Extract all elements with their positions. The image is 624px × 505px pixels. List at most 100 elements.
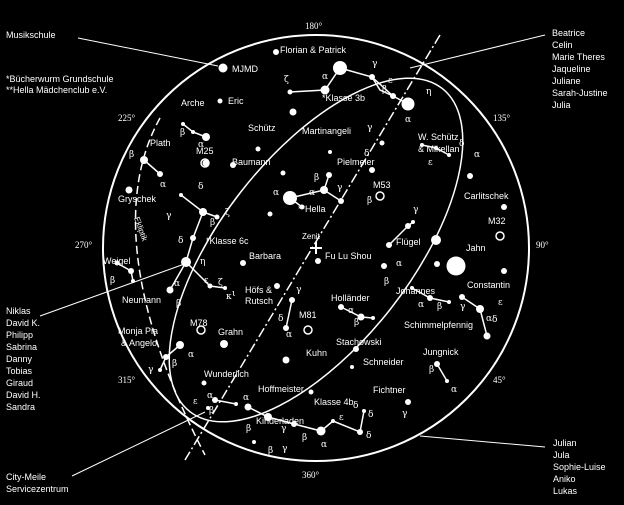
svg-text:α: α <box>286 330 292 340</box>
svg-text:ζ: ζ <box>284 75 289 85</box>
svg-text:ε: ε <box>204 276 209 286</box>
svg-text:δ: δ <box>492 315 497 325</box>
name-aniko: Aniko <box>553 474 576 484</box>
star-label: Fu Lu Shou <box>325 251 372 261</box>
name-lukas: Lukas <box>553 486 578 496</box>
degree-180: 180° <box>305 21 323 31</box>
svg-text:γ: γ <box>282 444 287 454</box>
star-label: Rutsch <box>245 296 273 306</box>
svg-text:δ: δ <box>364 149 369 159</box>
svg-text:δ: δ <box>368 410 373 420</box>
star-label: W. Schütz <box>418 132 459 142</box>
greek-letters: γ α ζ β ε η α β α β α γ δ δ α ε β γ α α … <box>110 59 503 456</box>
name-danny: Danny <box>6 354 33 364</box>
pointer-lines <box>39 34 546 477</box>
star-label: Wunderlich <box>204 369 249 379</box>
star-label: Florian & Patrick <box>280 45 347 55</box>
city-meile-label: City-Meile <box>6 472 46 482</box>
star-label: Constantin <box>467 280 510 290</box>
name-giraud: Giraud <box>6 378 33 388</box>
star-label: & Angelo <box>121 338 157 348</box>
svg-text:α: α <box>486 314 492 324</box>
star-label: Flügel <box>396 237 421 247</box>
horizon-circle <box>102 34 530 462</box>
name-julian: Julian <box>553 438 577 448</box>
name-jula: Jula <box>553 450 570 460</box>
star-label: Weigel <box>103 256 130 266</box>
star-label: Martinangeli <box>302 126 351 136</box>
svg-text:β: β <box>384 277 389 287</box>
svg-text:α: α <box>474 150 480 160</box>
star-label: Hoffmeister <box>258 384 304 394</box>
degree-45: 45° <box>493 375 506 385</box>
svg-text:γ: γ <box>337 183 342 193</box>
star-label: Plath <box>150 138 171 148</box>
servicezentrum-label: Servicezentrum <box>6 484 69 494</box>
svg-text:γ: γ <box>367 123 372 133</box>
star-label: Eric <box>228 96 244 106</box>
svg-text:ι: ι <box>232 289 236 299</box>
svg-text:ε: ε <box>339 413 344 423</box>
svg-text:δ: δ <box>366 431 371 441</box>
svg-text:α: α <box>405 115 411 125</box>
svg-text:γ: γ <box>460 302 465 312</box>
ecliptic-label: Ekliptik <box>132 216 149 244</box>
footnote-2: **Hella Mädchenclub e.V. <box>6 85 107 95</box>
svg-text:ε: ε <box>428 158 433 168</box>
zenith-label: Zenit <box>302 232 321 241</box>
name-niklas: Niklas <box>6 306 31 316</box>
name-sabrina: Sabrina <box>6 342 37 352</box>
star-label: *Klasse 6c <box>206 236 249 246</box>
star-label: Gryschek <box>118 194 157 204</box>
star-labels: MJMD Florian & Patrick *Klasse 3b Arche … <box>103 45 510 426</box>
star-label: Monja Pia <box>118 326 158 336</box>
star-label: Kinderladen <box>256 416 304 426</box>
svg-text:β: β <box>354 318 359 328</box>
svg-text:β: β <box>382 85 387 95</box>
deep-sky-objects <box>196 158 505 335</box>
musikschule-label: Musikschule <box>6 30 56 40</box>
svg-text:γ: γ <box>166 211 171 221</box>
star-label: Arche <box>181 98 205 108</box>
star-label: M25 <box>196 146 214 156</box>
star-label: Kuhn <box>306 348 327 358</box>
svg-text:β: β <box>209 406 214 416</box>
svg-text:α: α <box>396 259 402 269</box>
star-label: Johannes <box>396 286 436 296</box>
stars <box>114 49 507 444</box>
star-label: M32 <box>488 216 506 226</box>
svg-text:γ: γ <box>281 424 286 434</box>
name-sophie-luise: Sophie-Luise <box>553 462 606 472</box>
star-label: M81 <box>299 310 317 320</box>
star-label: M53 <box>373 180 391 190</box>
star-label: Höfs & <box>245 285 272 295</box>
star-label: Schütz <box>248 123 276 133</box>
svg-text:ε: ε <box>498 298 503 308</box>
svg-text:β: β <box>314 173 319 183</box>
name-marie-theres: Marie Theres <box>552 52 605 62</box>
svg-text:α: α <box>273 188 279 198</box>
svg-text:α: α <box>322 72 328 82</box>
svg-text:α: α <box>451 385 457 395</box>
star-label: & Mikellan <box>418 144 460 154</box>
svg-text:β: β <box>176 299 181 309</box>
star-label: Jungnick <box>423 347 459 357</box>
svg-text:η: η <box>200 257 205 267</box>
name-sarah-justine: Sarah-Justine <box>552 88 608 98</box>
svg-text:β: β <box>437 302 442 312</box>
side-labels: Musikschule *Bücherwurm Grundschule **He… <box>6 28 608 496</box>
name-juliane: Juliane <box>552 76 581 86</box>
star-label: Holländer <box>331 293 370 303</box>
svg-text:β: β <box>210 218 215 228</box>
degree-90: 90° <box>536 240 549 250</box>
svg-text:δ: δ <box>459 139 464 149</box>
svg-text:β: β <box>180 128 185 138</box>
svg-text:α: α <box>321 440 327 450</box>
svg-text:α: α <box>198 140 204 150</box>
star-label: Carlitschek <box>464 191 509 201</box>
star-label: Schimmelpfennig <box>404 320 473 330</box>
star-label: *Klasse 3b <box>322 93 365 103</box>
svg-text:η: η <box>426 87 431 97</box>
degree-225: 225° <box>118 113 136 123</box>
